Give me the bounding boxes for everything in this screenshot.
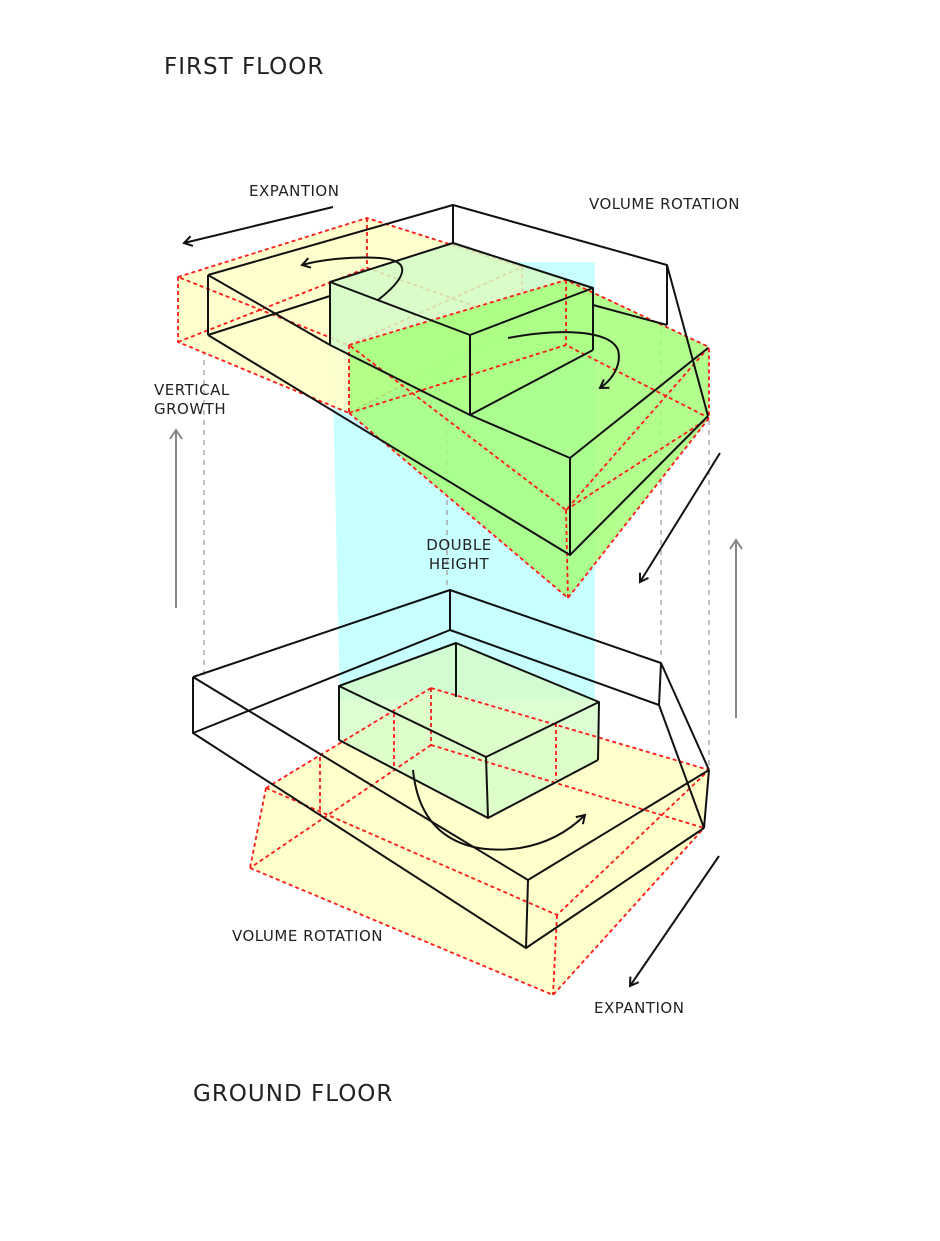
expantion-label-bottom: EXPANTION — [594, 999, 685, 1017]
ground-floor-yellow-volume-edges — [249, 687, 710, 997]
vertical-growth-line-2: GROWTH — [154, 400, 227, 418]
ground-floor-title: GROUND FLOOR — [193, 1081, 394, 1107]
ground-floor-outline-volume — [192, 589, 710, 949]
volume-rotation-label-top: VOLUME ROTATION — [589, 195, 741, 213]
volume-rotation-label-bottom: VOLUME ROTATION — [232, 927, 384, 945]
expantion-label-top: EXPANTION — [249, 182, 340, 200]
expantion-arrow-bottom — [628, 855, 720, 988]
double-height-line-2: HEIGHT — [428, 555, 490, 573]
vertical-growth-label: VERTICAL GROWTH — [154, 381, 230, 419]
rotation-arrow-top-left — [300, 256, 404, 301]
rotation-arrow-bottom — [412, 769, 587, 851]
vertical-growth-line-1: VERTICAL — [154, 381, 230, 399]
expantion-arrow-top — [182, 206, 334, 247]
ground-floor-inner-box-fill — [339, 643, 599, 818]
first-floor-title: FIRST FLOOR — [164, 54, 325, 80]
rotation-arrow-top-right — [507, 331, 620, 390]
expantion-arrow-right — [638, 452, 721, 584]
double-height-label: DOUBLE HEIGHT — [414, 536, 504, 574]
ground-floor-yellow-volume — [250, 688, 709, 995]
first-floor-outline-volume — [207, 204, 709, 556]
double-height-line-1: DOUBLE — [426, 536, 492, 554]
